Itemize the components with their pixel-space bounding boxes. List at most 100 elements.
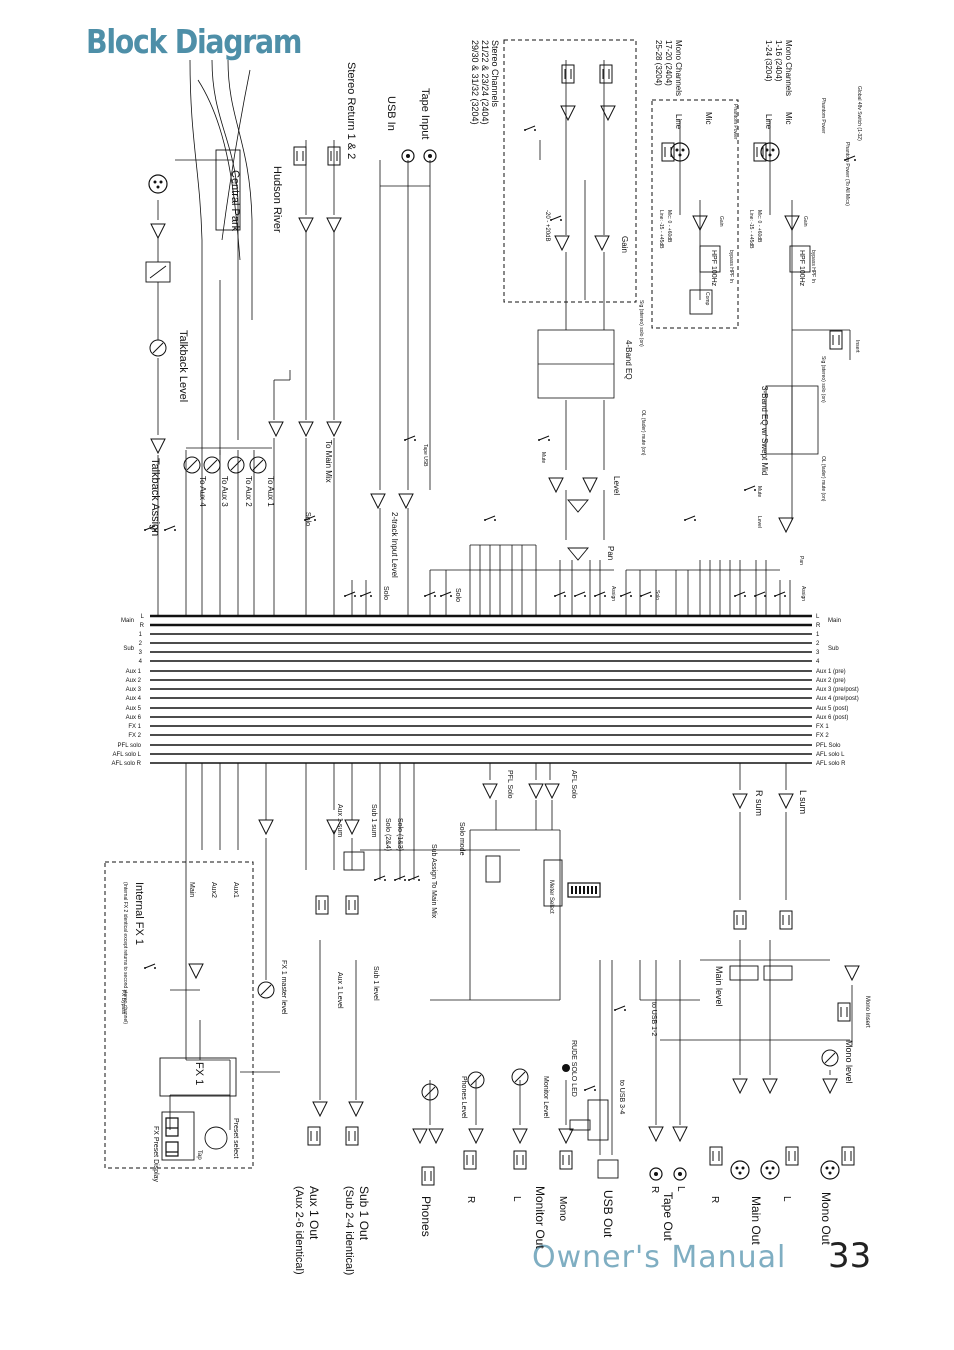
bus-label: 4 bbox=[139, 659, 143, 665]
label-2track-level: 2-track Input Level bbox=[390, 512, 399, 578]
label-aux2: Aux2 bbox=[210, 882, 217, 898]
bus-label: 2 bbox=[139, 641, 143, 647]
label-gain-b: Gain bbox=[718, 216, 724, 227]
label-aux-out: Aux 1 Out bbox=[307, 1186, 321, 1240]
page-title: Block Diagram bbox=[86, 22, 302, 61]
label-stereo-return: Stereo Return 1 & 2 bbox=[345, 62, 357, 159]
label-usb-in: USB In bbox=[385, 96, 397, 131]
manual-footer-title: Owner's Manual bbox=[532, 1240, 787, 1275]
label-l-sum: L sum bbox=[798, 790, 808, 814]
internal-fx-region bbox=[104, 861, 254, 1169]
label-talkback-level: Talkback Level bbox=[177, 330, 189, 402]
label-solo-2: Solo bbox=[382, 586, 389, 600]
label-mic-b: Mic bbox=[704, 112, 713, 124]
bus-label: Aux 1 bbox=[126, 669, 142, 675]
label-mic-a: Mic bbox=[784, 112, 793, 124]
bus-label: 2 bbox=[816, 641, 820, 647]
label-tape-out: Tape Out bbox=[661, 1192, 675, 1241]
label-line-range-a: Line: -15 - +45dB bbox=[748, 210, 754, 249]
bus-label: Aux 4 bbox=[126, 696, 142, 702]
page-number: 33 bbox=[828, 1236, 872, 1276]
label-to-aux-1: To Aux 1 bbox=[266, 476, 275, 507]
bus-label: R bbox=[816, 623, 821, 629]
knobs bbox=[149, 339, 839, 1101]
bus-label: 3 bbox=[139, 650, 143, 656]
label-rude-solo: RUDE SOLO LED bbox=[570, 1040, 577, 1097]
bus-label: PFL solo bbox=[118, 743, 142, 749]
label-hpf-b: HPF 100Hz bbox=[710, 250, 717, 287]
label-gain-a: Gain bbox=[802, 216, 808, 227]
bus-label: Aux 1 (pre) bbox=[816, 669, 846, 675]
bus-label: Aux 6 bbox=[126, 715, 142, 721]
label-bypass-b: bypass HPF In bbox=[728, 250, 734, 283]
label-sub1-sum: Sub 1 sum bbox=[370, 804, 377, 838]
label-internal-fx1-note: (Internal FX 2 identical except returns … bbox=[122, 882, 128, 1024]
label-mono-a-2: 1-24 (3204) bbox=[764, 40, 773, 82]
bus-label: 1 bbox=[139, 632, 143, 638]
bus-label: Aux 2 bbox=[126, 678, 142, 684]
label-aux1: Aux1 bbox=[232, 882, 239, 898]
label-main: Main bbox=[188, 882, 195, 897]
meter-display bbox=[562, 886, 597, 1072]
label-meter-select: Meter Select bbox=[548, 880, 554, 914]
label-to-usb-34: to USB 3-4 bbox=[618, 1080, 625, 1114]
label-mono-channels-b: Mono Channels bbox=[674, 40, 683, 96]
label-phantom-power: Phantom Power bbox=[820, 98, 826, 134]
label-out-r-phones: R bbox=[465, 1196, 476, 1203]
label-hpf-a: HPF 100Hz bbox=[798, 250, 805, 287]
label-sub-out-note: (Sub 2-4 identical) bbox=[343, 1186, 355, 1275]
fx-preset-digits bbox=[165, 1117, 179, 1157]
bus-label: Aux 4 (pre/post) bbox=[816, 696, 859, 702]
eq-boxes bbox=[537, 329, 819, 455]
misc-boxes bbox=[145, 149, 811, 1179]
label-aux1-level: Aux 1 Level bbox=[336, 972, 343, 1009]
bus-label: AFL solo R bbox=[112, 761, 142, 767]
label-tape-input: Tape Input bbox=[419, 88, 431, 139]
right-bus-labels: L Main R 1 2 Sub 3 4 Aux 1 (pre) Aux 2 (… bbox=[816, 614, 859, 767]
label-mono-a-1: 1-16 (2404) bbox=[774, 40, 783, 82]
bus-label: Main bbox=[828, 618, 841, 624]
label-talkback-assign: Talkback Assign bbox=[149, 458, 161, 536]
label-monitor-out: Monitor Out bbox=[533, 1186, 547, 1249]
bus-label: R bbox=[140, 623, 145, 629]
bus-label: Main bbox=[121, 618, 134, 624]
label-gain-range: -20 - +20dB bbox=[544, 210, 550, 242]
label-assign-stereo: Assign bbox=[610, 586, 616, 601]
label-phantom-note: Phantom Power (To All Mics) bbox=[844, 142, 850, 206]
stereo-channel-region bbox=[503, 39, 637, 303]
left-bus-labels: Main L R 1 Sub 2 3 4 Aux 1 Aux 2 Aux 3 A… bbox=[112, 614, 145, 767]
bus-label: FX 1 bbox=[128, 724, 141, 730]
bottom-labels: Internal FX 1 (Internal FX 2 identical e… bbox=[120, 770, 870, 1275]
label-central-park: Central Park bbox=[229, 170, 241, 232]
mono-channel-region bbox=[651, 99, 739, 329]
label-solo-13: Solo (1&3) bbox=[396, 818, 403, 851]
bus-label: Aux 6 (post) bbox=[816, 715, 848, 721]
label-4band-eq: 4-Band EQ bbox=[624, 340, 633, 380]
channel-wiring bbox=[157, 59, 853, 1155]
label-hudson-river: Hudson River bbox=[271, 166, 283, 233]
bus-label: FX 2 bbox=[128, 733, 141, 739]
label-sub-out: Sub 1 Out bbox=[357, 1186, 371, 1241]
bus-label: Sub bbox=[123, 646, 134, 652]
bus-label: Sub bbox=[828, 646, 839, 652]
label-out-l-main: L bbox=[781, 1196, 792, 1202]
label-stereo-2: 29/30 & 31/32 (3204) bbox=[470, 40, 480, 125]
bus-label: 4 bbox=[816, 659, 820, 665]
bus-label: FX 1 bbox=[816, 724, 829, 730]
label-tap: Tap bbox=[196, 1150, 202, 1160]
bus-label: Aux 3 bbox=[126, 687, 142, 693]
label-mono-insert: Mono Insert bbox=[864, 996, 870, 1028]
label-stereo-1: 21/22 & 23/24 (2404) bbox=[480, 40, 490, 125]
bus-label: Aux 3 (pre/post) bbox=[816, 687, 859, 693]
label-insert: Insert bbox=[854, 340, 860, 353]
label-solo-1: Solo bbox=[304, 512, 311, 526]
label-mic-range-a: Mic: 0 - +60dB bbox=[756, 210, 762, 243]
label-mono-out: Mono Out bbox=[819, 1192, 833, 1245]
label-fx1-master: FX 1 master level bbox=[280, 960, 287, 1015]
label-gain-stereo: Gain bbox=[620, 236, 629, 253]
label-out-r-main: R bbox=[709, 1196, 720, 1203]
label-r-sum: R sum bbox=[754, 790, 764, 816]
bus-label: Aux 5 bbox=[126, 706, 142, 712]
label-out-l-tape: L bbox=[675, 1186, 686, 1192]
